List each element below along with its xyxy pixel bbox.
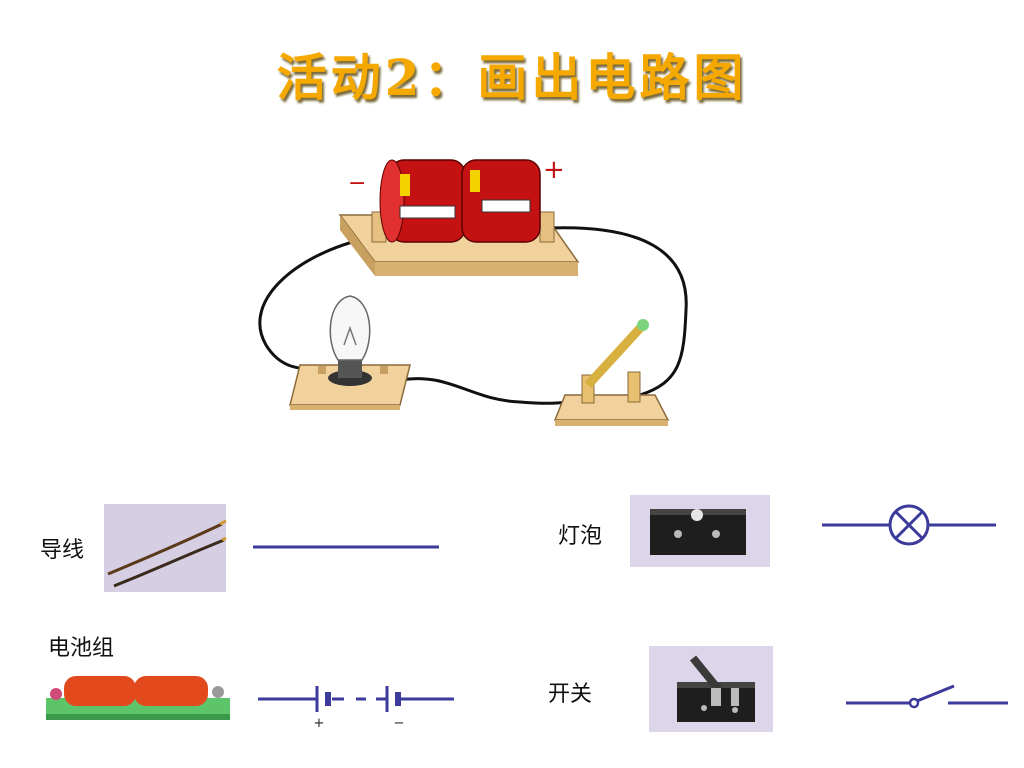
bulb-photo xyxy=(630,495,770,567)
wire-label: 导线 xyxy=(40,538,85,563)
battery-label: 电池组 xyxy=(48,636,115,661)
switch-photo xyxy=(649,646,773,732)
switch-on-base xyxy=(553,319,670,426)
circuit-wire-right xyxy=(549,226,688,397)
bulb-symbol xyxy=(822,504,996,546)
battery-plus-mark: + xyxy=(543,155,565,185)
circuit-wire-left xyxy=(258,234,379,371)
switch-symbol xyxy=(846,684,1008,709)
battery-symbol-minus: − xyxy=(394,716,405,731)
battery-symbol-plus: + xyxy=(314,716,325,731)
battery-minus-mark: − xyxy=(348,171,366,196)
bulb-label: 灯泡 xyxy=(558,524,603,549)
circuit-wire-bottom xyxy=(399,377,581,405)
battery-photo xyxy=(42,664,232,724)
wire-photo xyxy=(104,504,227,592)
switch-label: 开关 xyxy=(548,682,593,707)
bulb-on-base xyxy=(289,295,411,410)
page-title: 活动2：画出电路图 xyxy=(276,48,748,107)
battery-holder xyxy=(338,159,580,276)
battery-symbol: + − xyxy=(258,686,454,731)
wire-symbol xyxy=(253,545,439,549)
